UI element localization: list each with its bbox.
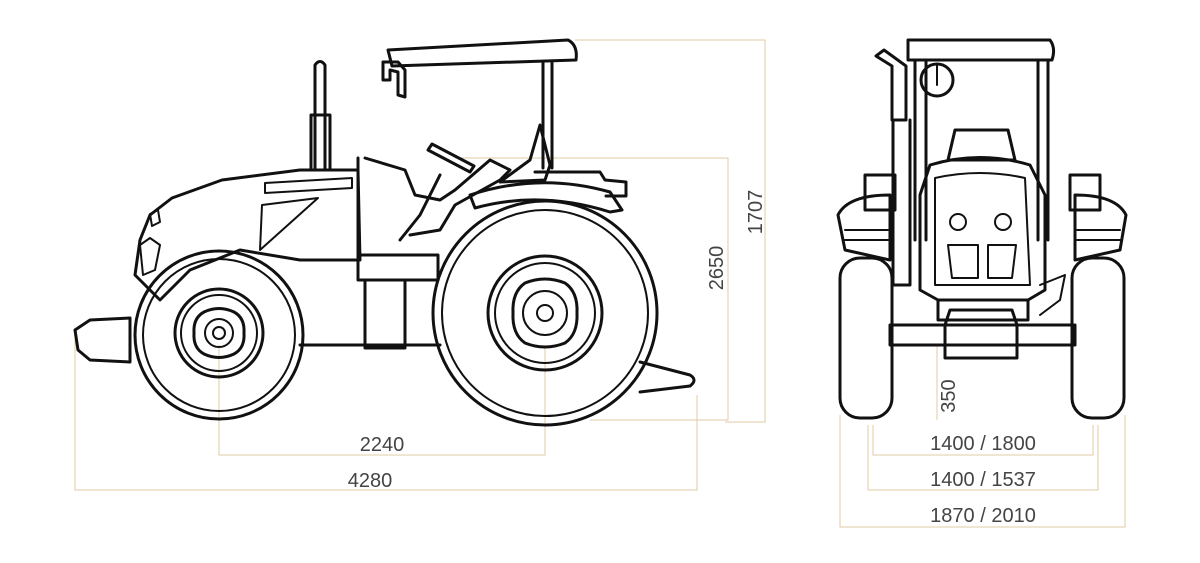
front-view-dimension-lines — [839, 345, 1126, 528]
tractor-front-view — [836, 38, 1128, 420]
wheelbase-label: 2240 — [360, 434, 405, 456]
rear-wheel — [431, 199, 659, 427]
height-1707-label: 1707 — [745, 190, 767, 235]
front-track-label: 1400 / 1537 — [930, 469, 1036, 491]
front-view-left-wheel — [838, 256, 894, 420]
tractor-side-view — [73, 38, 696, 427]
rear-track-label: 1400 / 1800 — [930, 433, 1036, 455]
ground-clearance-label: 350 — [938, 379, 960, 412]
front-wheel — [133, 249, 305, 421]
front-view-right-wheel — [1070, 256, 1126, 420]
side-view-dimension-lines — [74, 39, 766, 491]
overall-length-label: 4280 — [348, 470, 393, 492]
overall-width-label: 1870 / 2010 — [930, 505, 1036, 527]
height-2650-label: 2650 — [706, 246, 728, 291]
